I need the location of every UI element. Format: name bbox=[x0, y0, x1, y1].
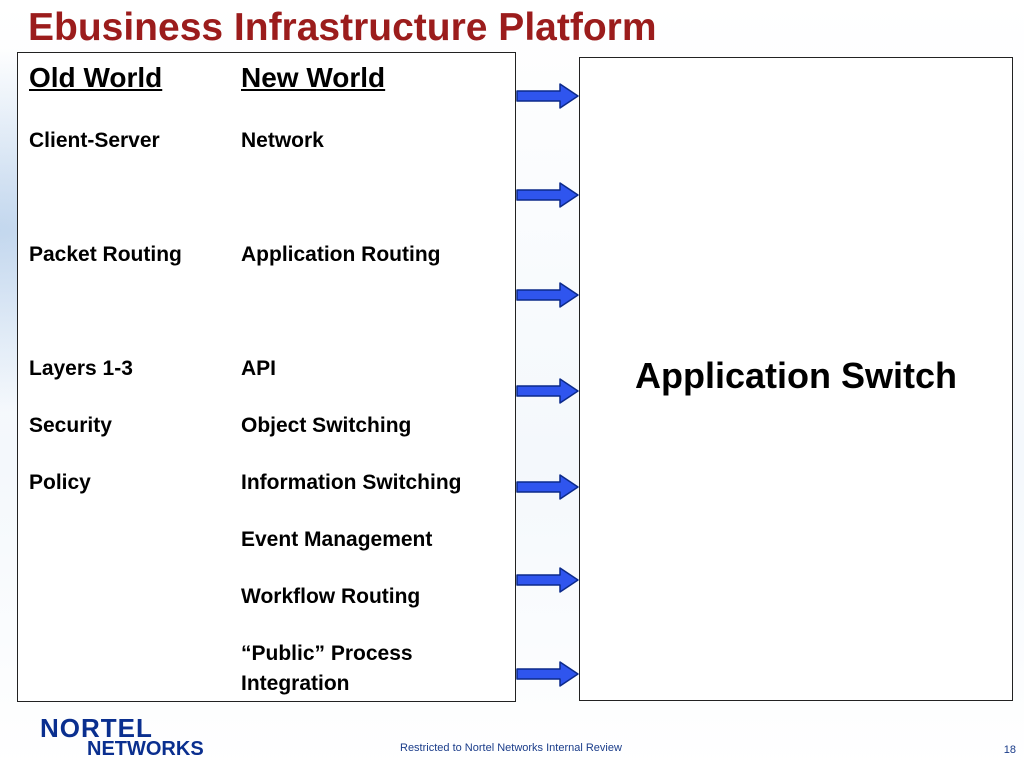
page-number: 18 bbox=[1003, 744, 1016, 756]
new-world-header: New World bbox=[241, 62, 386, 93]
right-arrow-icon bbox=[516, 660, 580, 688]
old-world-header: Old World bbox=[29, 62, 163, 93]
old-world-item: Policy bbox=[29, 471, 91, 494]
new-world-item: Application Routing bbox=[241, 243, 441, 266]
right-arrow-icon bbox=[516, 281, 580, 309]
footer-notice: Restricted to Nortel Networks Internal R… bbox=[400, 742, 622, 754]
right-arrow-icon bbox=[516, 473, 580, 501]
new-world-item: Network bbox=[241, 129, 324, 152]
right-arrow-icon bbox=[516, 377, 580, 405]
application-switch-label: Application Switch bbox=[634, 355, 957, 396]
new-world-item: “Public” Process Integration bbox=[241, 642, 413, 695]
old-new-world-table: Old World New World Client-Server Networ… bbox=[17, 52, 516, 702]
logo-wordmark-bottom: NETWORKS bbox=[87, 738, 204, 760]
right-arrow-icon bbox=[516, 181, 580, 209]
logo-wordmark-top: NORTEL bbox=[40, 713, 153, 743]
slide-title: Ebusiness Infrastructure Platform bbox=[28, 6, 657, 49]
new-world-item: Information Switching bbox=[241, 471, 462, 494]
right-arrow-icon bbox=[516, 566, 580, 594]
old-world-item: Client-Server bbox=[29, 129, 160, 152]
new-world-item: Event Management bbox=[241, 528, 433, 551]
old-world-item: Layers 1-3 bbox=[29, 357, 133, 380]
old-world-item: Packet Routing bbox=[29, 243, 182, 266]
new-world-item: Workflow Routing bbox=[241, 585, 421, 608]
application-switch-box: Application Switch bbox=[579, 57, 1013, 701]
new-world-item: API bbox=[241, 357, 277, 380]
right-arrow-icon bbox=[516, 82, 580, 110]
new-world-item: Object Switching bbox=[241, 414, 412, 437]
nortel-logo: NORTEL NETWORKS bbox=[40, 714, 210, 760]
old-world-item: Security bbox=[29, 414, 112, 437]
